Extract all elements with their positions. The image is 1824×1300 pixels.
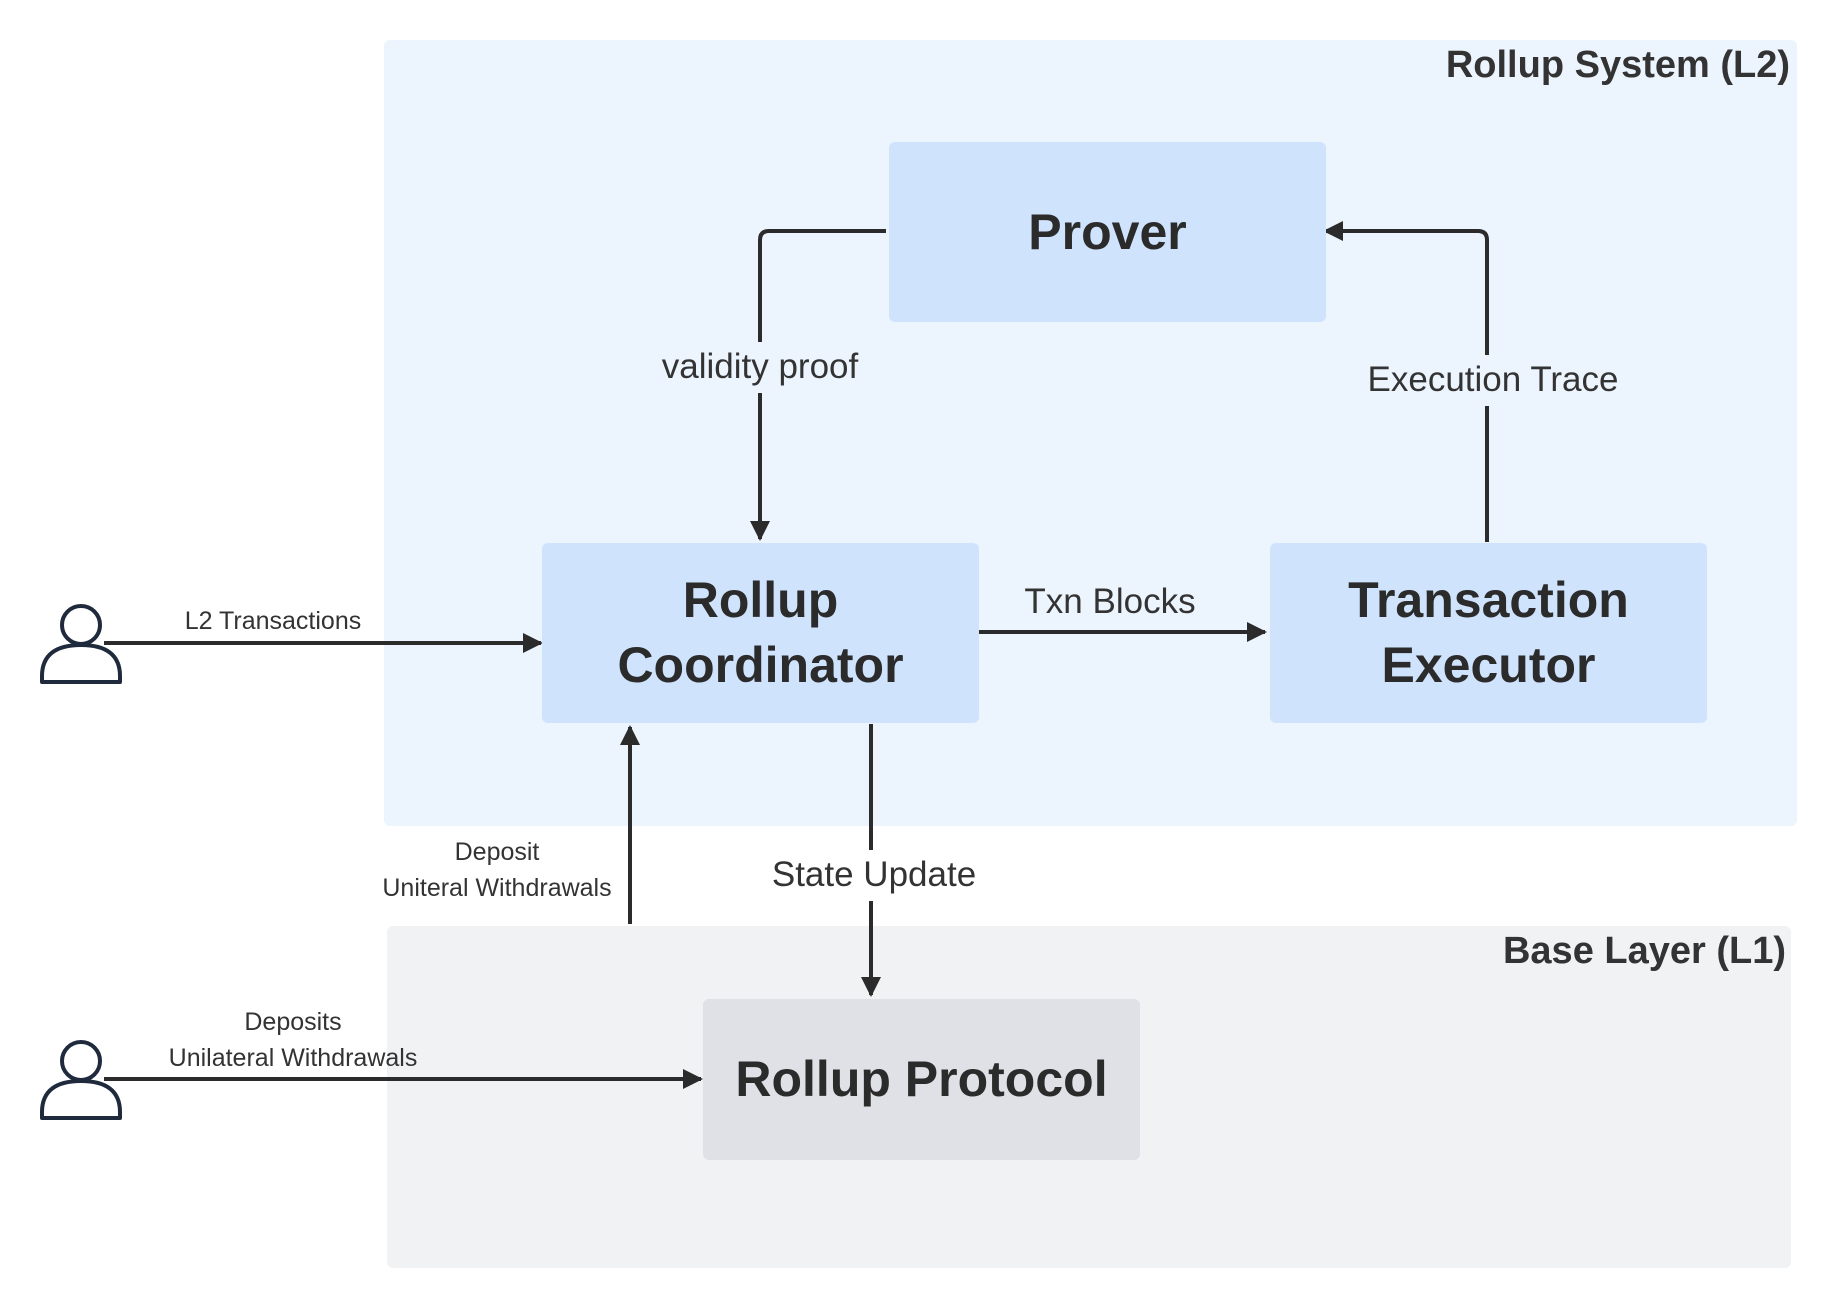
prover-node[interactable]: Prover — [889, 142, 1326, 322]
transaction-executor-label: Transaction Executor — [1348, 572, 1629, 693]
deposit-withdrawals-label: Deposit Uniteral Withdrawals — [382, 838, 612, 903]
rollup-coordinator-node[interactable]: Rollup Coordinator — [542, 543, 979, 723]
rollup-system-title: Rollup System (L2) — [1445, 44, 1790, 86]
state-update-label: State Update — [753, 850, 995, 901]
base-layer-title: Base Layer (L1) — [1502, 930, 1786, 972]
execution-trace-label: Execution Trace — [1340, 355, 1646, 406]
rollup-protocol-node[interactable]: Rollup Protocol — [703, 999, 1140, 1160]
l2-transactions-label: L2 Transactions — [184, 607, 362, 635]
l1-deposits-label: Deposits Unilateral Withdrawals — [168, 1008, 418, 1073]
edge-execution-trace — [1323, 221, 1489, 542]
rollup-protocol-label: Rollup Protocol — [735, 1051, 1108, 1107]
edge-validity-proof — [750, 229, 886, 541]
person-icon — [40, 604, 122, 684]
validity-proof-label: validity proof — [647, 342, 873, 393]
rollup-coordinator-label: Rollup Coordinator — [617, 572, 904, 693]
prover-label: Prover — [1028, 203, 1187, 260]
person-icon — [40, 1040, 122, 1120]
transaction-executor-node[interactable]: Transaction Executor — [1270, 543, 1707, 723]
txn-blocks-label: Txn Blocks — [1024, 582, 1196, 621]
